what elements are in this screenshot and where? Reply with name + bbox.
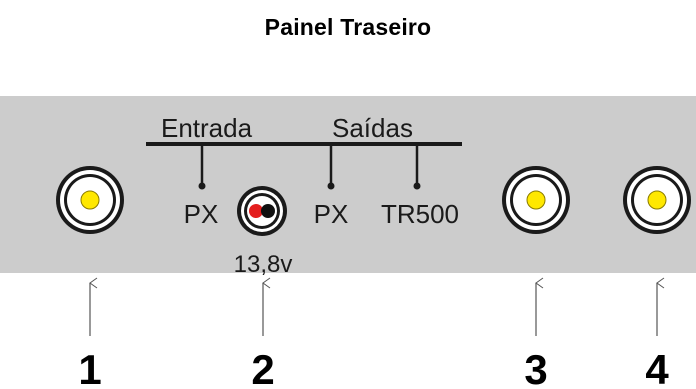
group-input-label: Entrada [161,113,253,143]
input-px-leader-dot [198,182,206,190]
callout-number-3: 3 [524,346,547,389]
diagram-title: Painel Traseiro [264,14,432,40]
output-px-label: PX [314,199,349,229]
input-px-label: PX [184,199,219,229]
output-px-leader-dot [327,182,335,190]
callout-number-2: 2 [251,346,274,389]
callout-number-4: 4 [645,346,669,389]
group-outputs-label: Saídas [332,113,413,143]
callout-number-1: 1 [78,346,101,389]
power-voltage-label: 13,8v [234,251,293,278]
rca-connector-4 [623,166,691,234]
rca-connector-1 [56,166,124,234]
output-tr500-label: TR500 [381,199,459,229]
power-minus-dot [261,204,275,218]
output-tr500-leader-dot [413,182,421,190]
power-plus-dot [249,204,263,218]
power-jack [237,186,287,236]
rca-connector-3 [502,166,570,234]
